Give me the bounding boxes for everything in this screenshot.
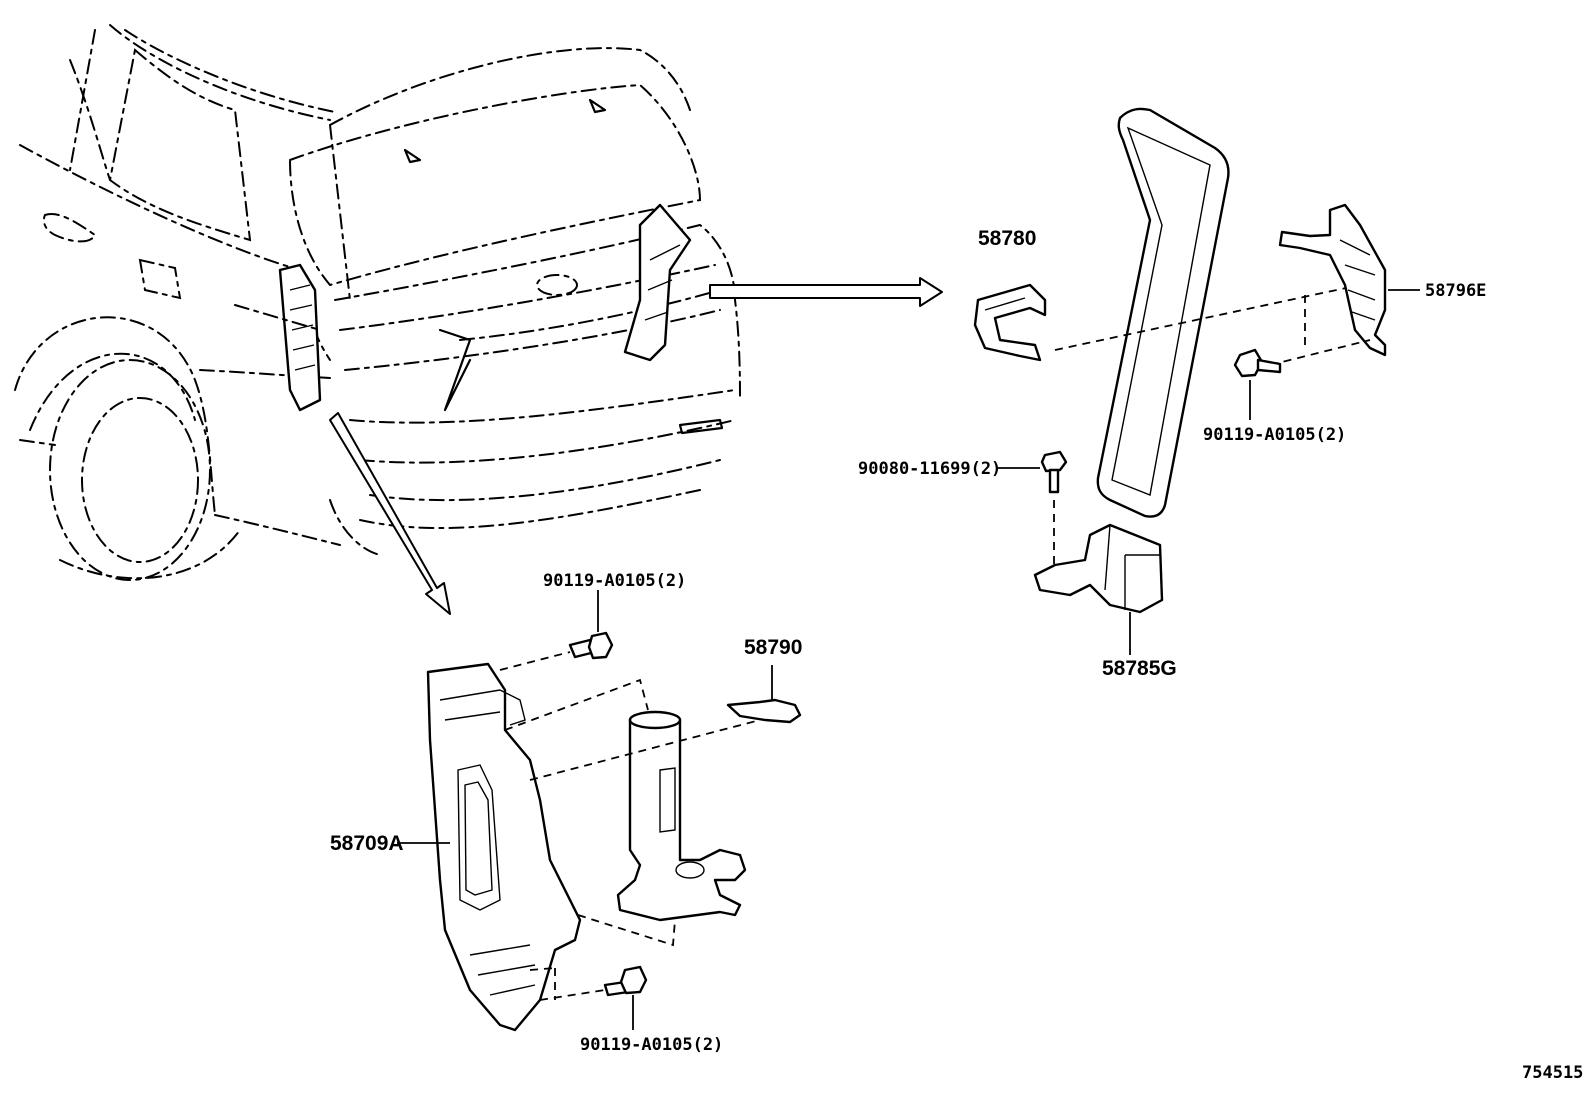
figure-id: 754515 — [1522, 1063, 1583, 1083]
bolt-90119-bottom — [603, 965, 648, 997]
label-58796E: 58796E — [1425, 281, 1486, 301]
callout-arrow-down — [329, 412, 451, 615]
label-58709A: 58709A — [330, 832, 404, 855]
trim-panel-58796E — [1096, 107, 1230, 518]
label-90080: 90080-11699(2) — [858, 459, 1001, 479]
bolt-90119-top — [568, 631, 614, 660]
label-90119-right: 90119-A0105(2) — [1203, 425, 1346, 445]
pillar-58709A — [426, 662, 582, 1032]
clip-58780 — [973, 283, 1047, 362]
label-58780: 58780 — [978, 227, 1036, 250]
bolt-90080 — [1040, 450, 1068, 494]
handle-58790 — [726, 698, 802, 724]
label-58790: 58790 — [744, 636, 802, 659]
label-58785G: 58785G — [1102, 657, 1177, 680]
label-90119-bottom: 90119-A0105(2) — [580, 1035, 723, 1055]
jack-assembly — [616, 710, 747, 922]
bracket-58785G — [1033, 523, 1164, 614]
callout-arrow-right — [709, 277, 943, 307]
vehicle-outline — [14, 24, 741, 581]
bracket-58796E — [1278, 203, 1387, 357]
label-90119-top: 90119-A0105(2) — [543, 571, 686, 591]
bolt-90119-right — [1233, 348, 1282, 378]
